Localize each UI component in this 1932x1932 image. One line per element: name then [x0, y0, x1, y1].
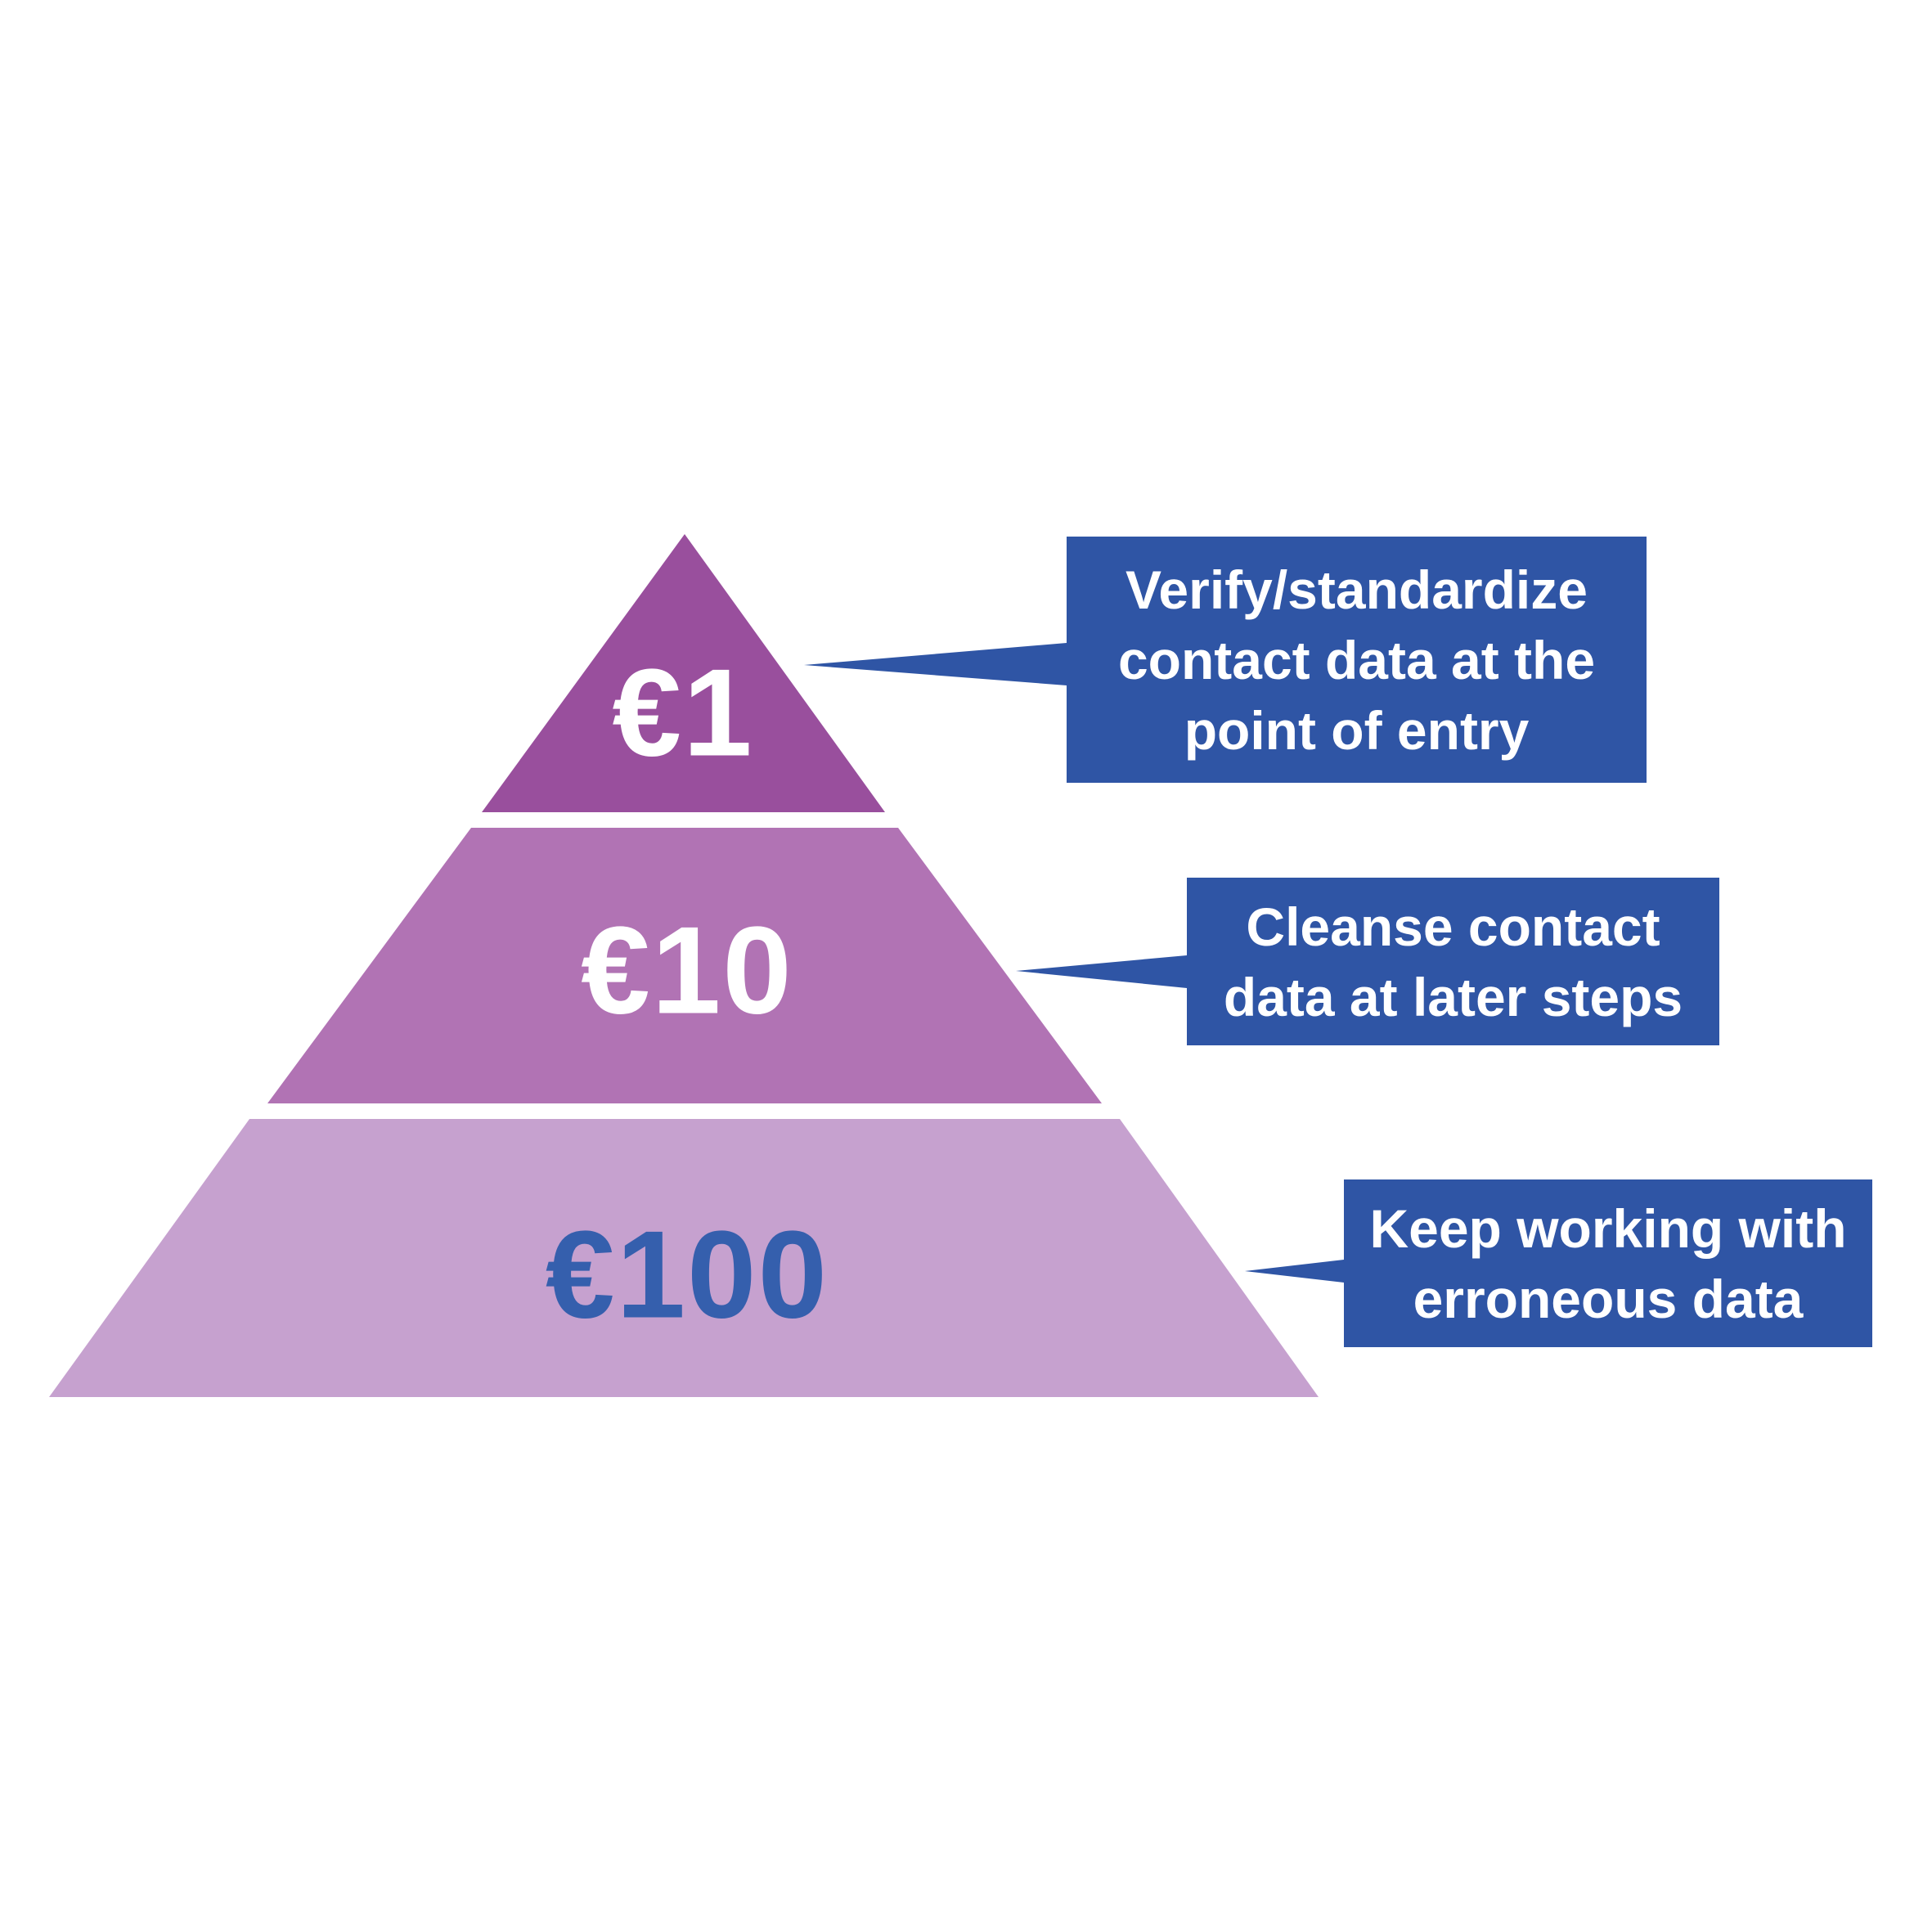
callout-line: contact data at the: [1117, 629, 1596, 690]
pyramid-tier-2-shape: [267, 828, 1102, 1103]
callout-arrow-1: [804, 643, 1067, 685]
tier-2-value-label: €10: [581, 901, 793, 1040]
callout-line: Cleanse contact: [1246, 896, 1660, 957]
tier-1-value-label: €1: [612, 643, 754, 783]
tier-3-value-label: €100: [545, 1205, 829, 1345]
callout-line: Keep working with: [1369, 1197, 1847, 1259]
callout-arrow-2: [1016, 955, 1187, 988]
callout-box-1: Verify/standardize contact data at the p…: [1067, 537, 1647, 783]
pyramid-tier-3-shape: [49, 1119, 1319, 1397]
callout-line: Verify/standardize: [1126, 559, 1588, 620]
callout-line: erroneous data: [1413, 1268, 1804, 1329]
callout-line: point of entry: [1184, 699, 1530, 761]
callout-line: data at later steps: [1223, 966, 1683, 1027]
callout-box-2: Cleanse contact data at later steps: [1187, 878, 1719, 1045]
pyramid-tier-1-shape: [482, 534, 885, 812]
callout-arrow-3: [1245, 1260, 1344, 1283]
callout-box-3: Keep working with erroneous data: [1344, 1179, 1872, 1347]
